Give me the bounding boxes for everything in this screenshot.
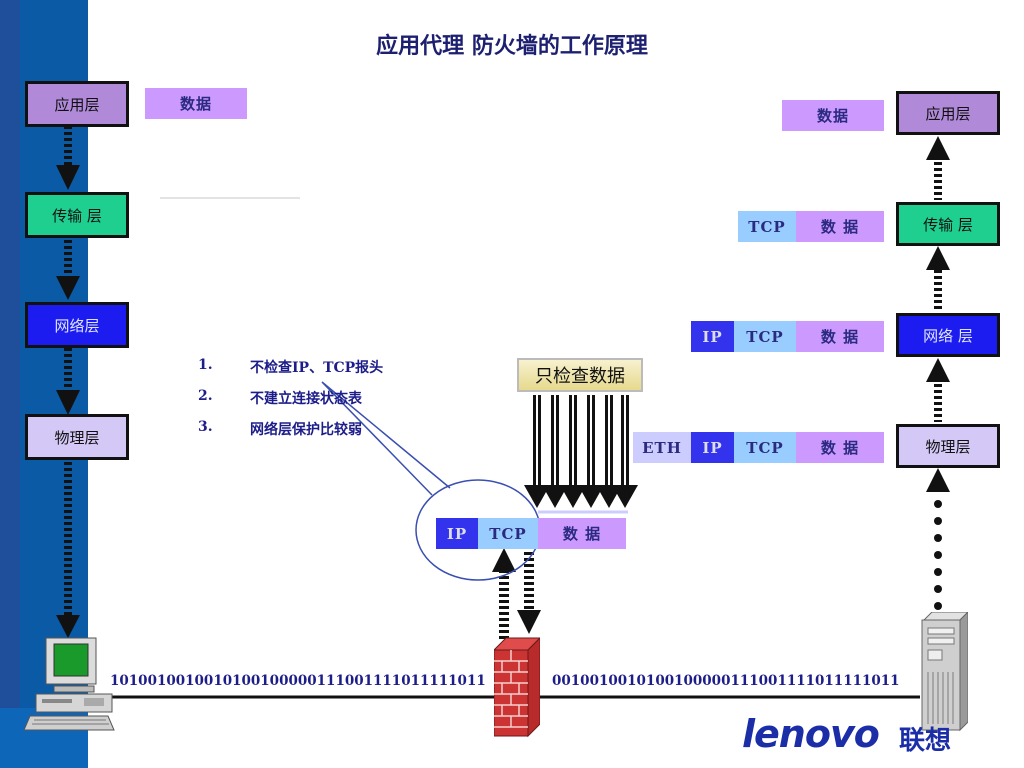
down-arrow-icon	[56, 165, 80, 190]
right-physical-ip-segment: IP	[691, 432, 734, 463]
up-arrow-icon	[926, 468, 950, 492]
right-network-ip-segment: IP	[691, 321, 734, 352]
client-computer-icon	[24, 637, 115, 731]
up-arrow-icon	[926, 136, 950, 160]
down-arrow-icon	[56, 615, 80, 638]
dotted-uplink	[934, 500, 942, 610]
down-arrow-icon	[517, 610, 541, 634]
callout-pointer	[321, 381, 451, 496]
note-item: 不建立连接状态表	[250, 391, 362, 407]
up-arrow-icon	[926, 358, 950, 382]
note-number: 1.	[198, 357, 213, 373]
bitstream-left: 10100100100101001000001110011110111110​1…	[110, 673, 486, 689]
right-transport-tcp-segment: TCP	[738, 211, 796, 242]
note-item: 网络层保护比较弱	[250, 422, 362, 438]
note-number: 3.	[198, 419, 213, 435]
firewall-data-segment: 数 据	[538, 518, 626, 549]
right-layer-application: 应用层	[896, 91, 1000, 135]
note-item: 不检查IP、TCP报头	[250, 360, 384, 376]
inspection-arrows	[524, 395, 638, 508]
left-link-2	[64, 238, 72, 276]
left-link-1	[64, 127, 72, 165]
right-layer-physical: 物理层	[896, 424, 1000, 468]
right-physical-tcp-segment: TCP	[734, 432, 796, 463]
right-network-tcp-segment: TCP	[734, 321, 796, 352]
left-layer-network: 网络层	[25, 302, 129, 348]
up-arrow-icon	[926, 246, 950, 270]
right-network-data-segment: 数 据	[796, 321, 884, 352]
sidebar-stripe	[0, 0, 20, 768]
lenovo-logo: lenovo	[742, 712, 880, 756]
inspect-data-label: 只检查数据	[517, 358, 643, 392]
right-layer-transport: 传输 层	[896, 202, 1000, 246]
lenovo-logo-cn: 联想	[899, 726, 952, 756]
bitstream-right: 0010010010100100000111001111011111011	[552, 673, 900, 689]
down-arrow-icon	[56, 390, 80, 415]
right-layer-network: 网络 层	[896, 313, 1000, 357]
left-link-3	[64, 348, 72, 390]
left-data-segment: 数据	[145, 88, 247, 119]
server-icon	[921, 612, 968, 732]
right-transport-data-segment: 数 据	[796, 211, 884, 242]
right-app-data-segment: 数据	[782, 100, 884, 131]
left-link-4	[64, 460, 72, 615]
left-layer-physical: 物理层	[25, 414, 129, 460]
right-physical-eth-segment: ETH	[633, 432, 691, 463]
firewall-ip-segment: IP	[436, 518, 478, 549]
page-title: 应用代理 防火墙的工作原理	[376, 34, 648, 59]
note-number: 2.	[198, 388, 213, 404]
firewall-icon	[494, 637, 540, 738]
right-physical-data-segment: 数 据	[796, 432, 884, 463]
left-layer-application: 应用层	[25, 81, 129, 127]
firewall-tcp-segment: TCP	[478, 518, 538, 549]
up-arrow-icon	[492, 548, 516, 572]
down-arrow-icon	[56, 276, 80, 300]
left-layer-transport: 传输 层	[25, 192, 129, 238]
